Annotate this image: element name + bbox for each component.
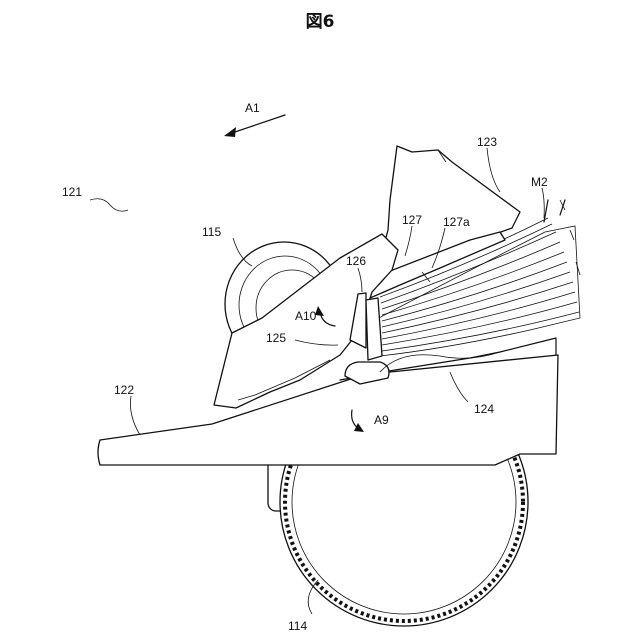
arrow-a1 [224, 115, 285, 137]
label-a9: A9 [374, 413, 389, 427]
label-a1: A1 [245, 101, 260, 115]
label-122: 122 [114, 383, 134, 397]
label-124: 124 [474, 402, 494, 416]
label-127a: 127a [443, 215, 470, 229]
label-m2: M2 [531, 175, 548, 189]
label-115: 115 [202, 225, 221, 239]
label-126: 126 [346, 254, 366, 268]
label-127: 127 [402, 213, 422, 227]
figure-title: 図6 [306, 12, 335, 32]
label-125: 125 [266, 331, 286, 345]
label-121: 121 [62, 185, 82, 199]
label-123: 123 [477, 135, 497, 149]
label-114: 114 [288, 619, 307, 633]
label-a10: A10 [295, 309, 317, 323]
